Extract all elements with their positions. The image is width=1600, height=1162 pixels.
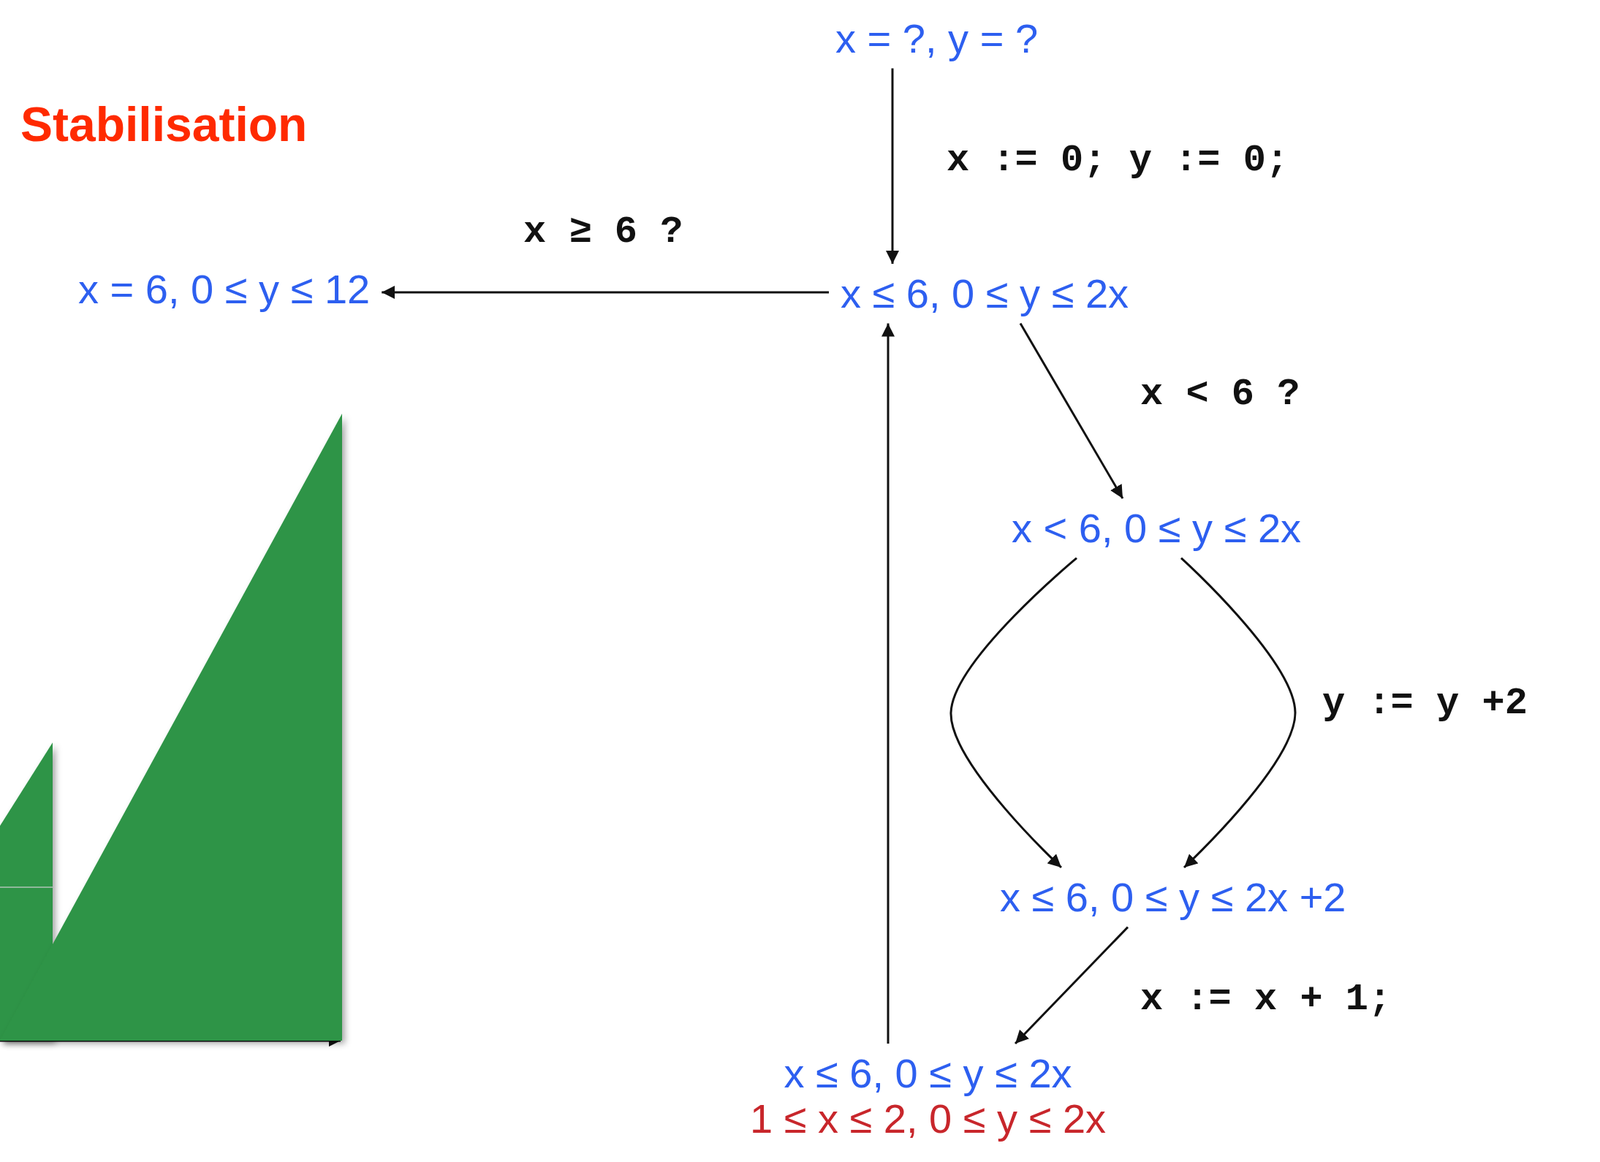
slide-title: Stabilisation: [20, 97, 307, 152]
statement-label: x < 6 ?: [1137, 373, 1303, 416]
statement-label: x := 0; y := 0;: [943, 139, 1292, 182]
flow-arrow: [950, 558, 1077, 868]
flow-arrow: [887, 323, 890, 1044]
flow-arrow: [381, 291, 829, 294]
flow-arrow: [1015, 927, 1128, 1044]
state-annotation: x < 6, 0 ≤ y ≤ 2x: [1004, 502, 1309, 555]
state-text: 1 ≤ x ≤ 2, 0 ≤ y ≤ 2x: [749, 1096, 1106, 1142]
state-annotation: x = 6, 0 ≤ y ≤ 12: [70, 263, 378, 316]
state-text: x ≤ 6, 0 ≤ y ≤ 2x: [749, 1051, 1106, 1097]
large-green-triangle: [0, 413, 343, 1041]
state-text: x = 6, 0 ≤ y ≤ 12: [78, 266, 370, 313]
statement-label: x ≥ 6 ?: [520, 211, 686, 253]
state-annotation: x ≤ 6, 0 ≤ y ≤ 2x1 ≤ x ≤ 2, 0 ≤ y ≤ 2x: [742, 1048, 1114, 1144]
state-text: x ≤ 6, 0 ≤ y ≤ 2x +2: [999, 874, 1347, 921]
state-annotation: x ≤ 6, 0 ≤ y ≤ 2x +2: [992, 871, 1354, 924]
state-annotation: x ≤ 6, 0 ≤ y ≤ 2x: [833, 268, 1136, 320]
state-text: x < 6, 0 ≤ y ≤ 2x: [1011, 505, 1302, 552]
state-text: x = ?, y = ?: [835, 16, 1038, 62]
grid-line: [0, 886, 53, 889]
statement-label: y := y +2: [1319, 682, 1531, 725]
flow-arrow: [1181, 558, 1296, 868]
flow-arrow: [1020, 323, 1123, 499]
state-annotation: x = ?, y = ?: [828, 13, 1046, 65]
statement-label: x := x + 1;: [1137, 978, 1394, 1021]
flow-arrow: [891, 68, 894, 264]
state-text: x ≤ 6, 0 ≤ y ≤ 2x: [840, 271, 1129, 317]
